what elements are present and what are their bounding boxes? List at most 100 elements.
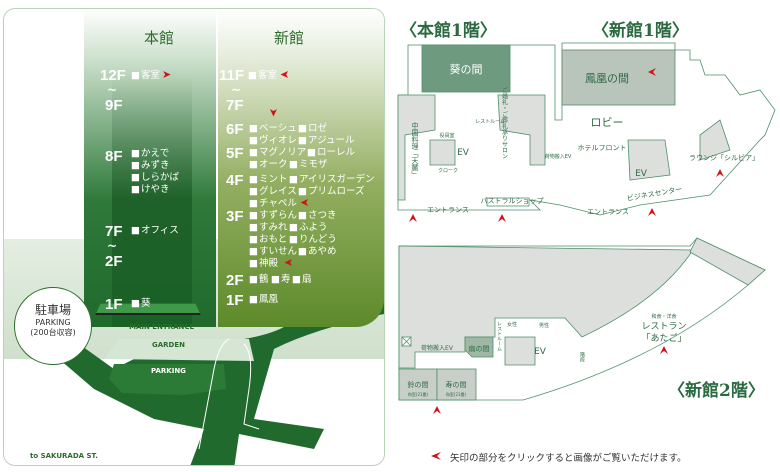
restaurant-label[interactable]: レストラン	[641, 321, 686, 332]
cargo-ev-2f-label: 荷物搬入EV	[421, 344, 454, 352]
room-link[interactable]: オフィス	[131, 225, 179, 237]
floor-label: 1F	[226, 292, 244, 309]
route-line	[243, 343, 260, 430]
restroom-label: レストルーム	[475, 119, 505, 125]
floor-label: 7F	[226, 97, 244, 114]
cuisine-label: 和食・洋食	[651, 313, 676, 320]
main-building-title: 本館	[144, 29, 175, 47]
room-link[interactable]: マグノリア	[249, 147, 306, 159]
room-link[interactable]: プリムローズ	[298, 186, 365, 198]
room-link[interactable]: オーク	[249, 159, 288, 171]
ev-2f-label: EV	[534, 347, 547, 357]
hotel-front-label: ホテルフロント	[578, 144, 627, 152]
room-link[interactable]: 客室	[248, 70, 277, 82]
room-link[interactable]: グレイス	[249, 186, 297, 198]
room-link[interactable]: 扇	[292, 274, 312, 286]
room-link[interactable]: チャペル	[249, 198, 297, 210]
room-link[interactable]: みずき	[131, 160, 170, 172]
new-building-title: 新館	[274, 29, 305, 47]
arrow-up-icon[interactable]	[716, 169, 724, 177]
suzu-label[interactable]: 鈴の間	[408, 380, 429, 389]
floor-label: 2F	[105, 253, 123, 270]
room-link[interactable]: 鳳凰	[249, 294, 278, 306]
new-2f-title: 〈新館2階〉	[668, 381, 765, 401]
building-guide-panel: 本館 新館 12F ~ 9F 客室 ➤ 8F かえで みずき しらかば けやき …	[3, 8, 385, 466]
room-link[interactable]: あやめ	[298, 246, 337, 258]
room-link[interactable]: すみれ	[249, 222, 288, 234]
shop-box	[486, 197, 530, 207]
route-line	[198, 338, 230, 450]
room-link[interactable]: 葵	[131, 298, 151, 310]
arrow-left-icon[interactable]	[648, 68, 656, 76]
room-link[interactable]: おもと	[249, 234, 287, 246]
cargo-ev-cross	[401, 336, 412, 347]
room-link[interactable]: 鶴	[249, 274, 269, 286]
room-link[interactable]: ふよう	[289, 222, 328, 234]
floor-label: 3F	[226, 208, 244, 225]
parking-lot-label: PARKING	[151, 367, 186, 375]
service-area	[397, 94, 731, 201]
ougi-room[interactable]	[464, 336, 494, 358]
cargo-ev-label: 荷物搬入EV	[545, 153, 572, 160]
room-link[interactable]: すずらん	[249, 210, 297, 222]
parking-en: PARKING	[35, 318, 71, 327]
room-link[interactable]: ミント	[249, 174, 288, 186]
arrow-up-icon[interactable]	[409, 214, 417, 222]
floor-label: 9F	[105, 97, 123, 114]
entrance-label: エントランス	[587, 208, 629, 216]
lounge-label[interactable]: ラウンジ「シルビア」	[689, 153, 759, 162]
floor-label: 11F	[219, 67, 245, 84]
room-link[interactable]: ロゼ	[298, 123, 327, 135]
houou-label[interactable]: 鳳凰の間	[585, 72, 629, 85]
floor-2-annex	[689, 237, 766, 286]
floor-label: 7F	[105, 223, 123, 240]
pastoral-shop-label[interactable]: パストラルショップ	[481, 197, 544, 205]
houou-room[interactable]	[561, 49, 676, 106]
garden-area	[104, 339, 254, 361]
room-link[interactable]: アジュール	[298, 135, 354, 147]
room-link[interactable]: ミモザ	[289, 159, 328, 171]
floor-label: 1F	[105, 296, 123, 313]
tatami-label: 和室(21畳)	[446, 391, 467, 397]
room-link[interactable]: かえで	[131, 148, 169, 160]
floor-label: 2F	[226, 272, 244, 289]
parking-lot	[109, 364, 226, 395]
floor-1-plan	[397, 42, 776, 216]
kotobuki-room[interactable]	[436, 368, 477, 401]
ev-label: EV	[457, 148, 470, 158]
arrow-up-icon[interactable]	[498, 214, 506, 222]
ev-label: EV	[635, 169, 648, 179]
floor-range-tilde: ~	[107, 83, 118, 97]
chinese-restaurant-label[interactable]: 中国料理「天麓」	[411, 121, 419, 178]
suzu-room[interactable]	[398, 368, 438, 401]
room-link[interactable]: ベーシュ	[249, 123, 297, 135]
room-link[interactable]: 神殿	[249, 258, 278, 270]
aoi-room[interactable]	[421, 44, 511, 93]
room-link[interactable]: すいせん	[249, 246, 297, 258]
ougi-label[interactable]: 扇の間	[469, 344, 490, 353]
kotobuki-label[interactable]: 寿の間	[446, 380, 467, 389]
floor-label: 8F	[105, 148, 123, 165]
legend-text: 矢印の部分をクリックすると画像がご覧いただけます。	[450, 453, 687, 464]
arrow-up-icon[interactable]	[433, 406, 441, 414]
restroom-2f-label: レストルーム	[496, 321, 502, 351]
room-link[interactable]: さつき	[298, 210, 337, 222]
floor-range-tilde: ~	[107, 239, 118, 253]
arrow-up-icon[interactable]	[648, 208, 656, 216]
room-link[interactable]: ヴィオレ	[249, 135, 297, 147]
room-link[interactable]: けやき	[131, 184, 170, 196]
room-link[interactable]: ローレル	[307, 147, 355, 159]
parking-circle[interactable]: 駐車場 PARKING (200台収容)	[14, 287, 92, 365]
room-link[interactable]: 客室	[131, 70, 160, 82]
arrow-up-icon[interactable]	[660, 346, 668, 354]
garden-label: GARDEN	[152, 341, 186, 349]
floor-label: 6F	[226, 121, 244, 138]
office-label: 役員室	[439, 132, 454, 139]
room-link[interactable]: りんどう	[289, 234, 337, 246]
room-link[interactable]: しらかば	[131, 172, 179, 184]
restaurant-name[interactable]: 「あたご」	[641, 332, 686, 344]
room-link[interactable]: アイリスガーデン	[289, 174, 375, 186]
room-link[interactable]: 寿	[271, 274, 291, 286]
new-1f-title: 〈新館1階〉	[592, 21, 689, 41]
photo-arrow-icon[interactable]: ➤	[162, 68, 172, 81]
